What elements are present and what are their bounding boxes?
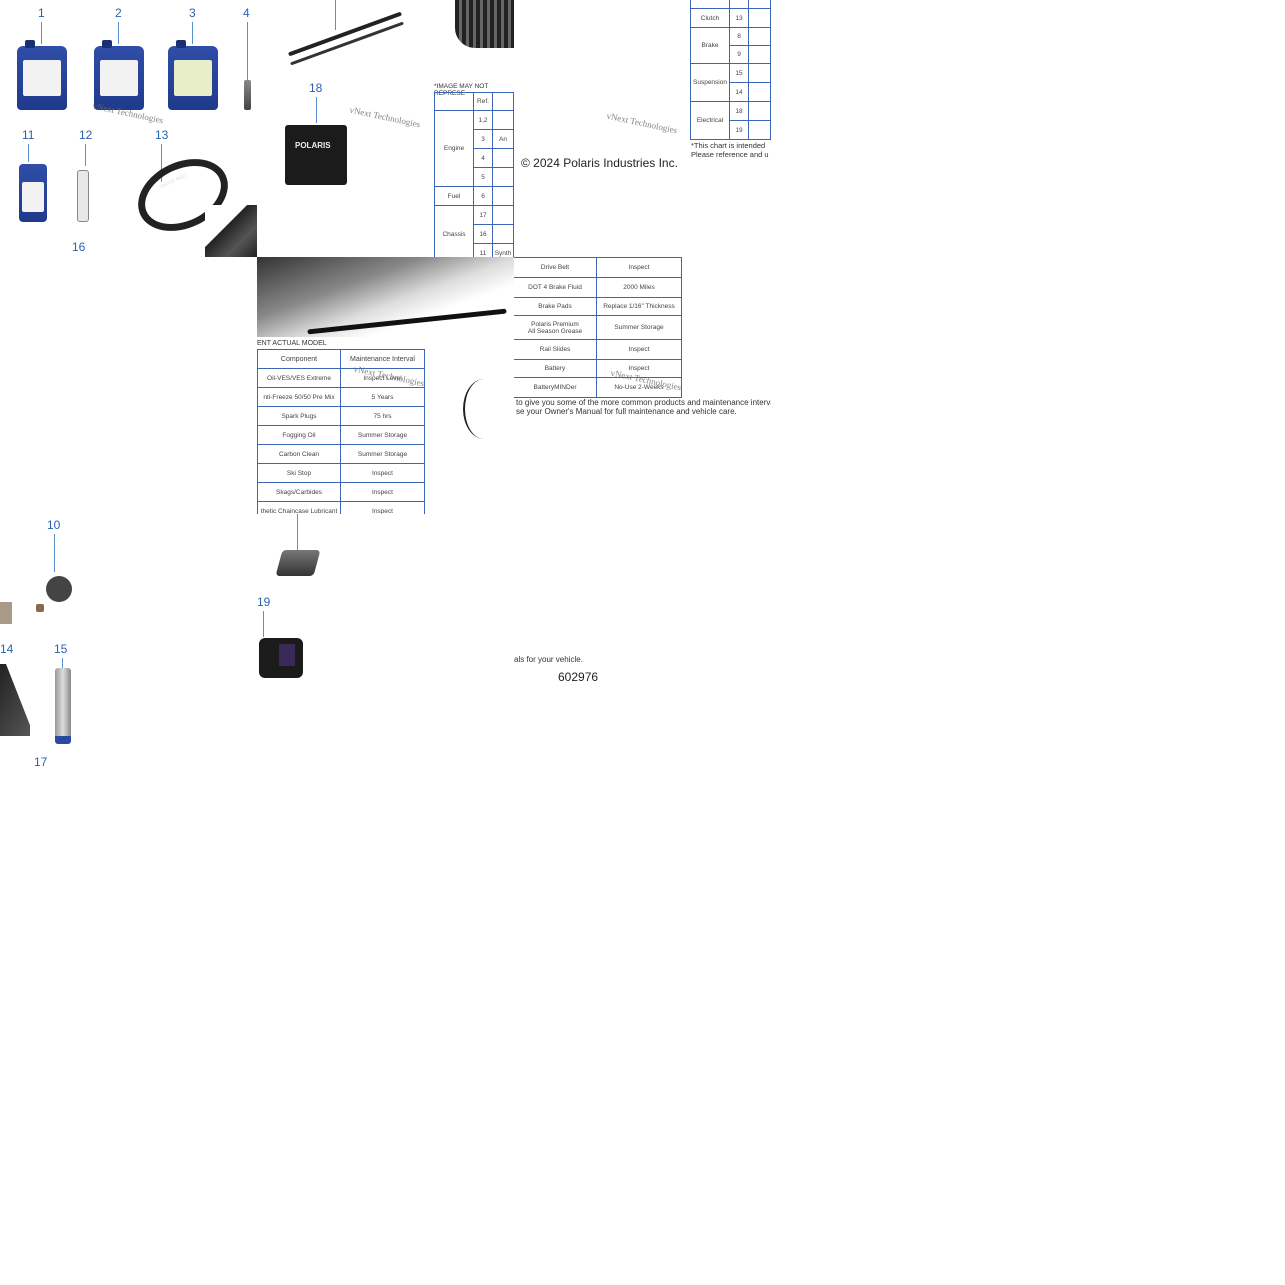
- col-interval: Maintenance Interval: [340, 349, 425, 369]
- battery-brand: POLARIS: [295, 141, 331, 150]
- tile-charger: 19: [257, 514, 514, 771]
- col-component: Component: [257, 349, 341, 369]
- watermark-3: vNext Technologies: [605, 110, 679, 136]
- group-suspension: Suspension: [690, 63, 730, 102]
- group-electrical: Electrical: [690, 101, 730, 140]
- group-clutch: Clutch: [690, 8, 730, 28]
- image-note-cont: ENT ACTUAL MODEL: [257, 340, 327, 347]
- group-engine: Engine: [434, 110, 474, 187]
- spark-plug: [244, 80, 251, 110]
- callout-10: 10: [47, 518, 61, 532]
- copyright: © 2024 Polaris Industries Inc.: [521, 156, 678, 170]
- rail-slide: [0, 664, 30, 736]
- callout-4: 4: [243, 6, 250, 20]
- bottom-text-1: to give you some of the more common prod…: [516, 398, 771, 407]
- tile-brake-parts: 10 14 15 17: [0, 514, 257, 771]
- ski-stop: [275, 550, 321, 576]
- bottom-text-3: als for your vehicle.: [514, 655, 583, 664]
- brake-rotor: [46, 576, 72, 602]
- fuel-filter-tool: [77, 170, 89, 222]
- group-fuel: Fuel: [434, 186, 474, 206]
- oil-quart: [19, 164, 47, 222]
- brake-pad: [36, 604, 44, 612]
- group-chassis: Chassis: [434, 205, 474, 257]
- callout-11: 11: [22, 128, 35, 142]
- tile-parts-top-left: 1 2 3 4 vNext Technologies 11 12 13 DRIV…: [0, 0, 257, 257]
- callout-2: 2: [115, 6, 122, 20]
- ski-runner-lower: [290, 21, 404, 66]
- part-number: 602976: [558, 670, 599, 684]
- chart-note-1: *This chart is intended: [691, 141, 766, 150]
- callout-1: 1: [38, 6, 45, 20]
- tile-runners-battery: 18 POLARIS vNext Technologies *IMAGE MAY…: [257, 0, 514, 257]
- ski-runner-upper: [287, 11, 403, 57]
- grease-tube: [55, 668, 71, 744]
- tile-footer: als for your vehicle. 602976: [514, 514, 771, 771]
- chart-note-2: Please reference and u: [691, 150, 769, 159]
- callout-18: 18: [309, 81, 323, 95]
- watermark-2: vNext Technologies: [348, 104, 422, 130]
- charger-cable: [463, 379, 505, 439]
- oil-bottle-2: [94, 40, 144, 110]
- oil-bottle-3: [168, 40, 218, 110]
- callout-17: 17: [34, 755, 48, 769]
- skag-fragment: [0, 602, 12, 624]
- callout-15: 15: [54, 642, 68, 656]
- callout-19: 19: [257, 595, 271, 609]
- ref-header: Ref.: [473, 92, 493, 111]
- callout-3: 3: [189, 6, 196, 20]
- battery: POLARIS: [285, 125, 347, 185]
- callout-13: 13: [155, 128, 169, 142]
- tile-right-table: vNext Technologies © 2024 Polaris Indust…: [514, 0, 771, 257]
- battery-minder: [259, 638, 303, 678]
- snowmobile-fragment: [205, 205, 257, 257]
- callout-14: 14: [0, 642, 14, 656]
- bottom-text-2: se your Owner's Manual for full maintena…: [516, 407, 737, 416]
- group-brake: Brake: [690, 27, 730, 64]
- oil-bottle-1: [17, 40, 67, 110]
- track-fragment: [455, 0, 514, 48]
- callout-12: 12: [79, 128, 93, 142]
- callout-16: 16: [72, 240, 86, 254]
